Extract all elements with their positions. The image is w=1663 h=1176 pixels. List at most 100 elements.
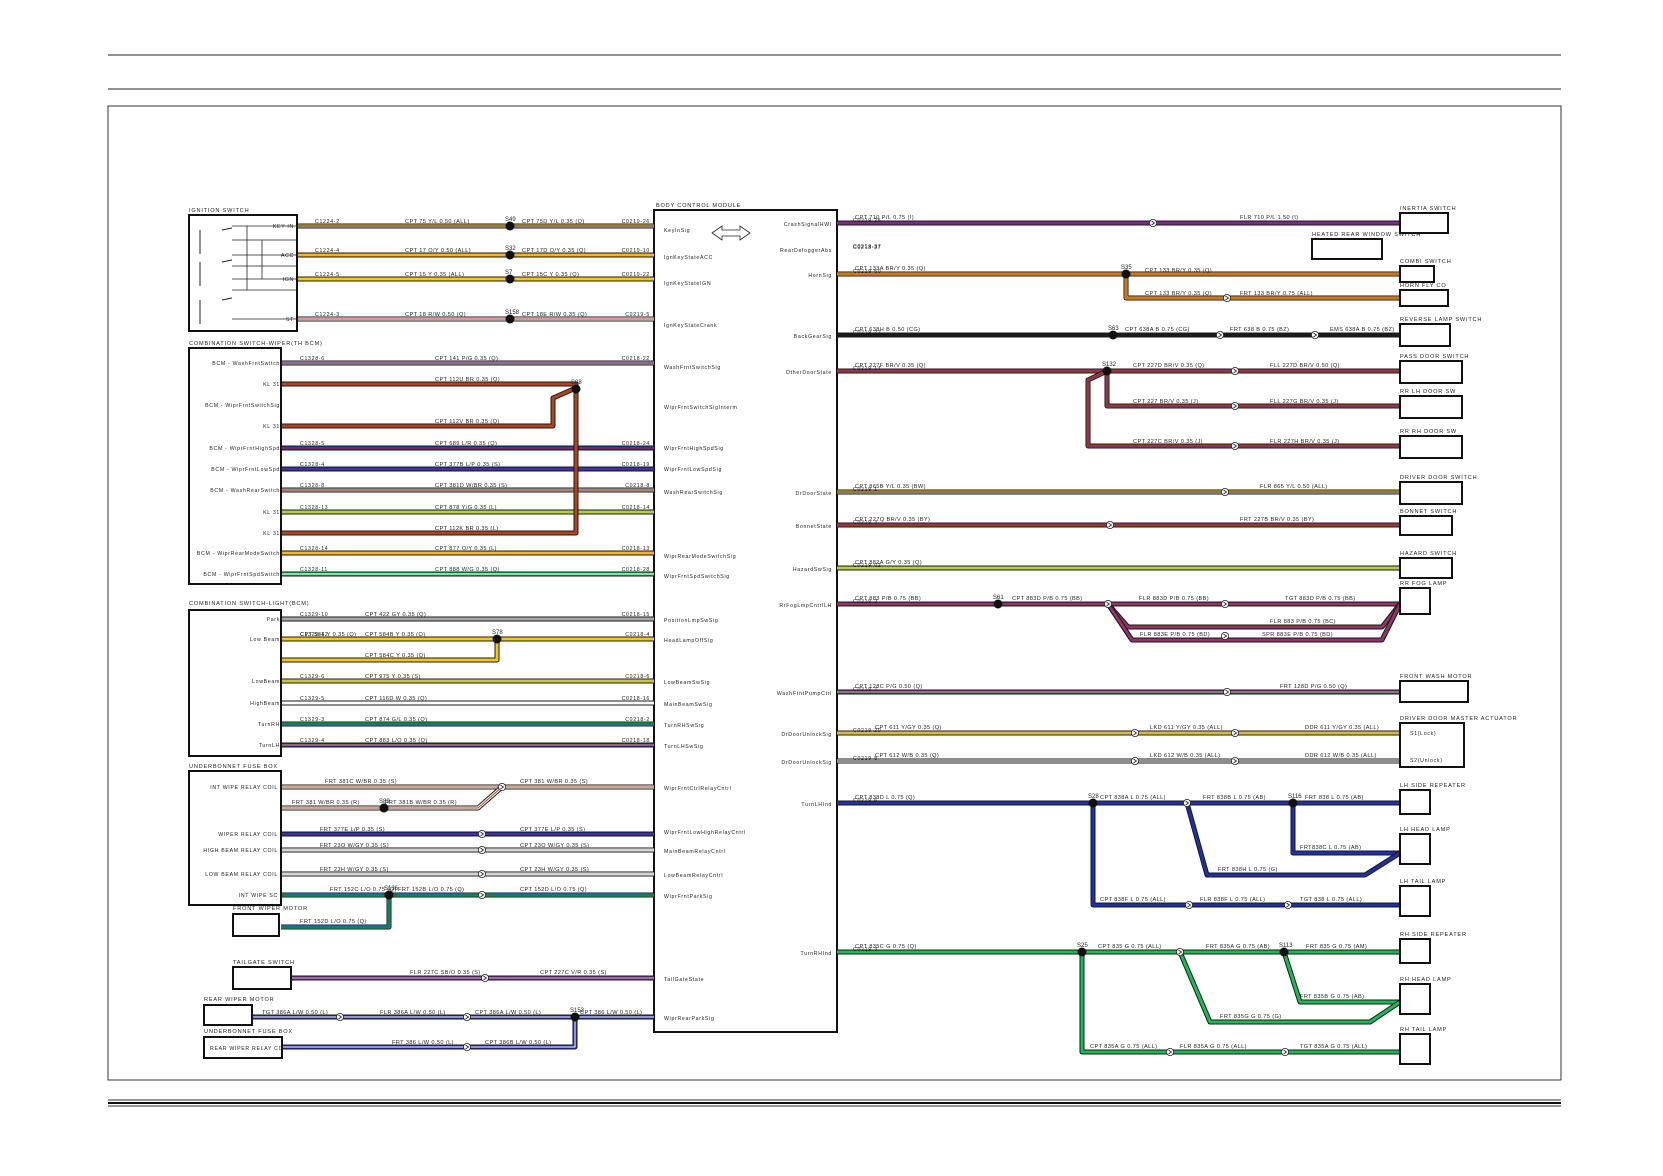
connector-label: C1224-5 bbox=[315, 272, 340, 278]
ignition-pin-label: ACC bbox=[281, 253, 294, 259]
wire-label: DDR 611 Y/GY 0.35 (ALL) bbox=[1305, 725, 1379, 731]
connector-label: C0218-8 bbox=[625, 483, 650, 489]
rh-side-repeater bbox=[1399, 938, 1431, 964]
wire-label: FLR 227C SB/O 0.35 (S) bbox=[410, 970, 481, 976]
wiper-switch-pin-label: BCM - WiprFrntSwitchSig bbox=[205, 403, 280, 409]
wire-label: CPT 377B L/P 0.35 (S) bbox=[435, 462, 500, 468]
bcm-left-pin: WiprRearModeSwitchSig bbox=[664, 554, 736, 560]
inline-connector-icon bbox=[1223, 688, 1232, 697]
wire-label: TGT 386A L/W 0.50 (L) bbox=[262, 1010, 328, 1016]
ignition-switch-title: IGNITION SWITCH bbox=[189, 208, 249, 214]
lh-side-repeater-title: LH SIDE REPEATER bbox=[1400, 783, 1466, 789]
ignition-pin-label: ST bbox=[286, 317, 294, 323]
fuse-box-pin-label: LOW BEAM RELAY COIL bbox=[205, 872, 278, 878]
wire-label: CPT 75D Y/L 0.35 (Q) bbox=[522, 219, 585, 225]
connector-label: C0219-2 bbox=[853, 599, 878, 605]
splice-label: S63 bbox=[1108, 326, 1119, 332]
connector-label: C1328-14 bbox=[300, 546, 328, 552]
wire-label: CPT 227D BR/V 0.35 (Q) bbox=[1133, 363, 1205, 369]
fuse-box-pin-label: INT WIPE SC bbox=[239, 893, 278, 899]
wire-label: FRT 381B W/BR 0.35 (R) bbox=[385, 800, 457, 806]
bcm-left-pin: IgnKeyStateCrank bbox=[664, 323, 717, 329]
lh-head-lamp-title: LH HEAD LAMP bbox=[1400, 827, 1451, 833]
wire-label: FLR 835A G 0.75 (ALL) bbox=[1180, 1044, 1247, 1050]
inline-connector-icon bbox=[1131, 757, 1140, 766]
wire-label: CPT 878 Y/G 0.35 (L) bbox=[435, 505, 497, 511]
connector-label: C1328-13 bbox=[300, 505, 328, 511]
lh-head-lamp bbox=[1399, 833, 1431, 865]
connector-label: C0218-28 bbox=[622, 567, 650, 573]
light-switch-wire bbox=[281, 639, 500, 663]
wiper-switch-pin-label: KL 31 bbox=[263, 531, 280, 537]
wire-label: DDR 612 W/B 0.35 (ALL) bbox=[1305, 753, 1377, 759]
splice-node bbox=[379, 803, 389, 813]
wire-label: CPT 883 L/O 0.35 (Q) bbox=[365, 738, 428, 744]
splice-node bbox=[1102, 366, 1112, 376]
ground-wire bbox=[281, 381, 579, 536]
hazard-switch bbox=[1399, 557, 1453, 579]
wire-label: CPT 133 BR/Y 0.35 (Q) bbox=[1145, 268, 1212, 274]
ignition-switch-contacts-icon bbox=[199, 225, 297, 324]
light-switch-pin-label: TurnLH bbox=[259, 743, 280, 749]
wire-label: TGT 838 L 0.75 (ALL) bbox=[1300, 897, 1362, 903]
wiper-switch-pin-label: BCM - WiprFrntSpdSwitch bbox=[203, 572, 280, 578]
fuse-box-pin-label: HIGH BEAM RELAY COIL bbox=[203, 848, 278, 854]
splice-label: S61 bbox=[993, 595, 1004, 601]
splice-node bbox=[1279, 947, 1289, 957]
connector-label: C0219-7 bbox=[853, 687, 878, 693]
inline-connector-icon bbox=[1311, 330, 1320, 339]
bcm-left-pin: WiprFrntCtrlRelayCntrl bbox=[664, 786, 732, 792]
inline-connector-icon bbox=[1231, 729, 1240, 738]
rr-lh-door-switch-title: RR LH DOOR SW bbox=[1400, 389, 1456, 395]
connector-label: C0219-1 bbox=[853, 487, 878, 493]
light-switch-pin-label: TurnRH bbox=[258, 722, 280, 728]
light-switch-pin-label: LowBeam bbox=[252, 679, 280, 685]
wire-label: CPT 227F BR/V 0.35 (Q) bbox=[855, 363, 926, 369]
wire-label: FLR 838F L 0.75 (ALL) bbox=[1200, 897, 1265, 903]
wire-label: FLL 227D BR/V 0.50 (Q) bbox=[1270, 363, 1340, 369]
connector-label: C0219-22 bbox=[853, 330, 881, 336]
bcm-right-pin: BonnetState bbox=[796, 524, 832, 530]
wiper-switch-pin-label: BCM - WiprFrntLowSpd bbox=[211, 467, 280, 473]
wire-label: TGT 883D P/B 0.75 (BB) bbox=[1285, 596, 1356, 602]
splice-node bbox=[492, 634, 502, 644]
wire-label: CPT 865B Y/L 0.35 (BW) bbox=[855, 484, 926, 490]
front-wash-motor-title: FRONT WASH MOTOR bbox=[1400, 674, 1472, 680]
bcm-right-pin: WashFrntPumpCtrl bbox=[777, 691, 832, 697]
inline-connector-icon bbox=[1231, 366, 1240, 375]
fuse-box-pin-label: WIPER RELAY COIL bbox=[218, 832, 278, 838]
wire-label: CPT 377E L/P 0.35 (S) bbox=[520, 827, 585, 833]
wire-label: FLR 227H BR/V 0.35 (J) bbox=[1270, 439, 1339, 445]
wire-label: CPT 386 L/W 0.50 (L) bbox=[580, 1010, 642, 1016]
wire-label: TGT 835A G 0.75 (ALL) bbox=[1300, 1044, 1367, 1050]
inline-connector-icon bbox=[1104, 600, 1113, 609]
connector-label: C1224-4 bbox=[315, 248, 340, 254]
wire-label: CPT 584C Y 0.35 (Q) bbox=[365, 653, 426, 659]
wire-label: FRT 152B L/O 0.75 (Q) bbox=[398, 887, 464, 893]
connector-label: C0218-15 bbox=[622, 612, 650, 618]
wire-label: CPT 838F L 0.75 (ALL) bbox=[1100, 897, 1166, 903]
wire-label: CPT 883D P/B 0.75 (BB) bbox=[1012, 596, 1083, 602]
connector-label: C1329-5 bbox=[300, 696, 325, 702]
light-switch-pin-label: HighBeam bbox=[250, 701, 280, 707]
wire-label: FRT 638 B 0.75 (BZ) bbox=[1230, 327, 1289, 333]
bcm-left-pin: WiprFrntLowSpdSig bbox=[664, 467, 722, 473]
bcm-left-pin: PositionLmpSwSig bbox=[664, 618, 718, 624]
connector-label: C1328-4 bbox=[300, 462, 325, 468]
splice-label: S113 bbox=[1279, 943, 1293, 949]
wire-label: FRT 835B G 0.75 (AB) bbox=[1300, 994, 1364, 1000]
wire-label: FRT 133 BR/Y 0.75 (ALL) bbox=[1240, 291, 1313, 297]
wire-label: CPT 638A B 0.75 (CG) bbox=[1125, 327, 1190, 333]
bcm-left-pin: WiprFrntParkSig bbox=[664, 894, 713, 900]
wire-label: CPT 23H W/GY 0.35 (S) bbox=[520, 867, 589, 873]
inline-connector-icon bbox=[1216, 330, 1225, 339]
splice-label: S158 bbox=[505, 310, 520, 316]
diagram-frame bbox=[107, 105, 1562, 1081]
bcm-left-pin: WiprFrntLowHighRelayCntrl bbox=[664, 830, 746, 836]
wire-label: FRT 838 L 0.75 (AB) bbox=[1305, 795, 1364, 801]
bcm-right-pin: BackGearSig bbox=[794, 334, 832, 340]
wire-label: CPT 835C G 0.75 (Q) bbox=[855, 944, 917, 950]
connector-label: C0219-10 bbox=[622, 248, 650, 254]
driver-door-switch-title: DRIVER DOOR SWITCH bbox=[1400, 475, 1478, 481]
